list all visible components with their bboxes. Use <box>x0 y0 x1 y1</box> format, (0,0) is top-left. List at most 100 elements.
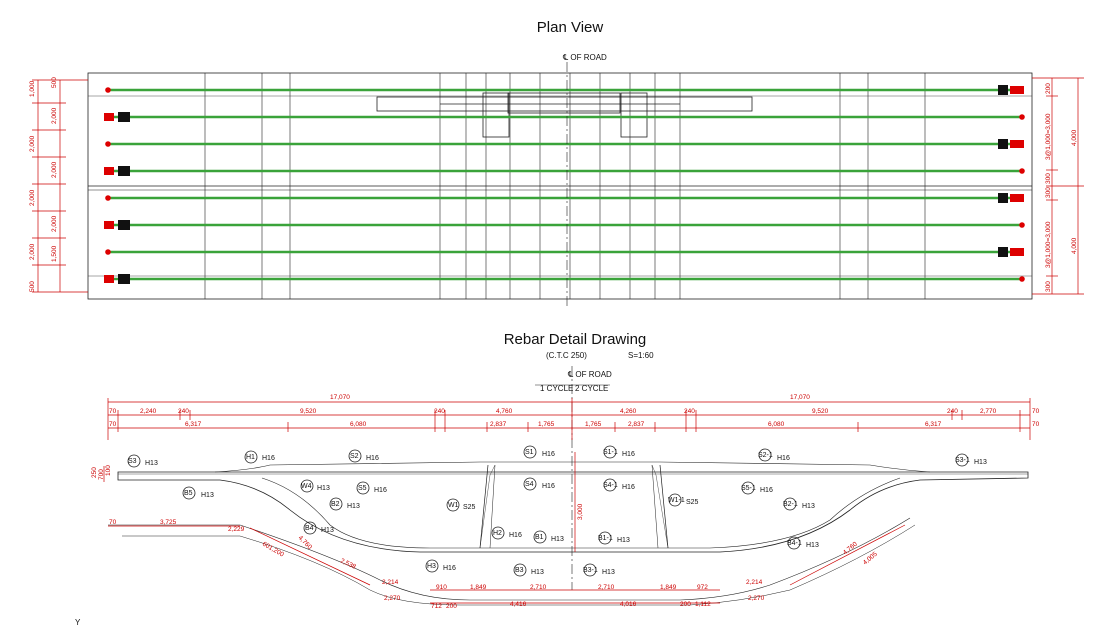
plan-right-dims <box>1032 77 1084 295</box>
plan-tendons <box>108 88 1022 281</box>
svg-text:H13: H13 <box>602 569 615 576</box>
svg-text:2,270: 2,270 <box>384 595 401 602</box>
plan-left-dims <box>32 79 88 293</box>
svg-text:240: 240 <box>684 408 695 415</box>
plan-right-dim-text: 200 3@1,000=3,000 300 300 3@1,000=3,000 … <box>1045 83 1078 292</box>
svg-text:H16: H16 <box>622 484 635 491</box>
svg-text:H16: H16 <box>374 487 387 494</box>
cycle-right-label: 2 CYCLE <box>575 384 608 393</box>
svg-text:W1: W1 <box>448 502 459 509</box>
svg-text:4,016: 4,016 <box>620 601 637 608</box>
svg-text:S25: S25 <box>463 504 476 511</box>
svg-text:S2-1: S2-1 <box>758 452 773 459</box>
svg-text:240: 240 <box>947 408 958 415</box>
corner-mark: Y <box>75 618 81 627</box>
svg-text:W4: W4 <box>301 483 312 490</box>
svg-text:4,416: 4,416 <box>510 601 527 608</box>
svg-text:H13: H13 <box>802 503 815 510</box>
svg-text:S1: S1 <box>525 449 534 456</box>
svg-text:4,760: 4,760 <box>297 534 314 551</box>
svg-text:S3-1: S3-1 <box>955 457 970 464</box>
svg-text:1,849: 1,849 <box>470 584 487 591</box>
svg-text:H2: H2 <box>493 530 502 537</box>
plan-view-title: Plan View <box>537 19 604 36</box>
svg-text:17,070: 17,070 <box>790 394 810 401</box>
rebar-ctc: (C.T.C 250) <box>546 351 587 360</box>
svg-text:H13: H13 <box>347 503 360 510</box>
svg-text:712: 712 <box>431 603 442 610</box>
svg-text:B2: B2 <box>331 501 340 508</box>
svg-text:S4: S4 <box>525 481 534 488</box>
svg-text:H13: H13 <box>617 537 630 544</box>
svg-text:2,710: 2,710 <box>530 584 547 591</box>
svg-text:4,760: 4,760 <box>496 408 513 415</box>
svg-text:3,725: 3,725 <box>160 519 177 526</box>
plan-center-detail <box>376 92 753 138</box>
svg-text:H16: H16 <box>443 565 456 572</box>
svg-text:6,080: 6,080 <box>350 421 367 428</box>
svg-text:2,000: 2,000 <box>51 161 58 178</box>
svg-text:1,849: 1,849 <box>660 584 677 591</box>
svg-text:H1: H1 <box>246 454 255 461</box>
svg-text:2,270: 2,270 <box>748 595 765 602</box>
svg-text:6,080: 6,080 <box>768 421 785 428</box>
svg-text:H13: H13 <box>317 485 330 492</box>
svg-text:H13: H13 <box>531 569 544 576</box>
svg-text:H13: H13 <box>145 460 158 467</box>
svg-text:B3-1: B3-1 <box>583 567 598 574</box>
svg-text:H16: H16 <box>542 451 555 458</box>
svg-text:500: 500 <box>51 77 58 88</box>
svg-text:4,760: 4,760 <box>842 540 859 556</box>
svg-text:200: 200 <box>680 601 691 608</box>
callout-S2: S2 H16 <box>348 449 379 463</box>
svg-text:240: 240 <box>434 408 445 415</box>
svg-text:2,000: 2,000 <box>29 189 36 206</box>
svg-text:W1-1: W1-1 <box>668 497 685 504</box>
svg-text:2,229: 2,229 <box>228 526 245 533</box>
svg-text:B4: B4 <box>305 525 314 532</box>
svg-text:4,000: 4,000 <box>1071 237 1078 254</box>
callout-B2: B2 H13 <box>329 497 360 511</box>
svg-text:H3: H3 <box>427 563 436 570</box>
svg-text:9,520: 9,520 <box>300 408 317 415</box>
svg-text:70: 70 <box>109 421 117 428</box>
svg-text:6,317: 6,317 <box>925 421 942 428</box>
section-outline <box>108 461 1029 606</box>
svg-text:70: 70 <box>109 408 117 415</box>
svg-text:H16: H16 <box>542 483 555 490</box>
svg-text:S2: S2 <box>350 453 359 460</box>
svg-text:2,000: 2,000 <box>51 215 58 232</box>
svg-text:H13: H13 <box>321 527 334 534</box>
plan-cl-text: ℄ OF ROAD <box>562 53 607 62</box>
svg-text:200: 200 <box>446 603 457 610</box>
svg-text:2,000: 2,000 <box>51 107 58 124</box>
plan-anchors-right <box>998 85 1025 282</box>
svg-text:H13: H13 <box>551 536 564 543</box>
callout-H3: H3 H16 <box>425 559 456 573</box>
svg-text:H13: H13 <box>974 459 987 466</box>
rebar-title: Rebar Detail Drawing <box>504 331 647 348</box>
svg-text:S5-1: S5-1 <box>741 485 756 492</box>
svg-text:2,000: 2,000 <box>29 135 36 152</box>
svg-text:2,538: 2,538 <box>339 557 357 570</box>
plan-anchors-left <box>104 87 130 284</box>
svg-text:1,000: 1,000 <box>29 80 36 97</box>
callout-S4: S4 H16 <box>523 477 555 491</box>
svg-text:200: 200 <box>1045 83 1052 94</box>
svg-text:70: 70 <box>1032 408 1040 415</box>
svg-text:3@1,000=3,000: 3@1,000=3,000 <box>1045 113 1052 160</box>
callout-B3-1: B3-1 H13 <box>583 563 615 577</box>
svg-text:B4-1: B4-1 <box>787 540 802 547</box>
svg-text:4,000: 4,000 <box>1071 129 1078 146</box>
svg-text:H16: H16 <box>366 455 379 462</box>
